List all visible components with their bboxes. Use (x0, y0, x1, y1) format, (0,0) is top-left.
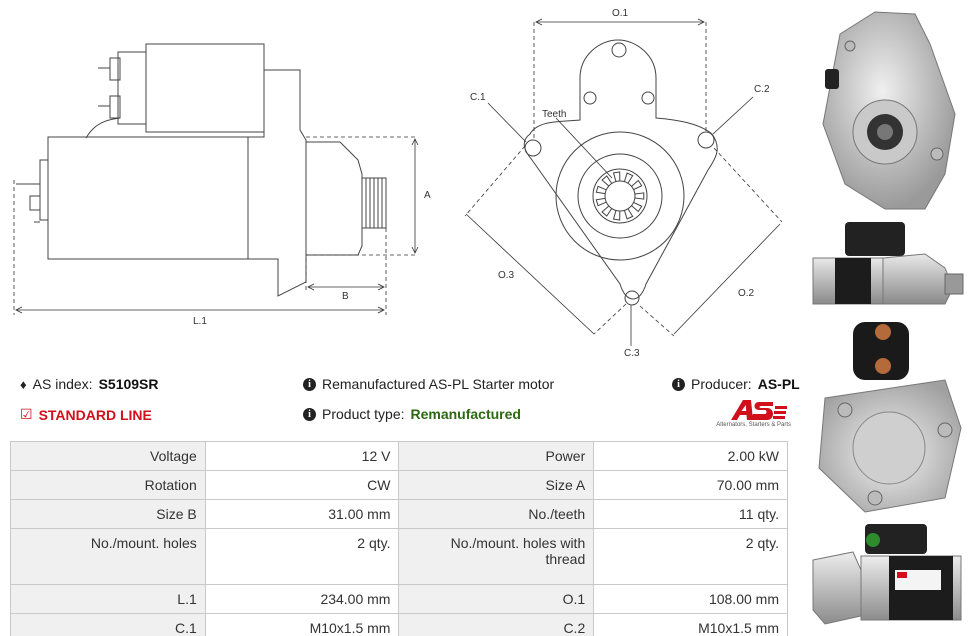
producer-value: AS-PL (757, 376, 800, 392)
product-type-value: Remanufactured (410, 406, 521, 422)
gear-tooth (601, 205, 613, 217)
gear-tooth (595, 185, 607, 195)
standard-line-label: STANDARD LINE (38, 406, 152, 423)
gear-tooth (631, 201, 643, 213)
table-row: Rotation CW Size A 70.00 mm (10, 470, 788, 500)
product-photo-label-side[interactable] (805, 520, 968, 632)
as-pl-logo-mark (731, 400, 787, 420)
product-type-label: Product type: (322, 406, 405, 422)
dim-c1-label: C.1 (470, 92, 486, 103)
spec-key: C.1 (10, 613, 206, 636)
dim-c2-label: C.2 (754, 84, 770, 95)
gear-tooth (595, 197, 607, 207)
info-icon: i (672, 377, 685, 391)
table-row: C.1 M10x1.5 mm C.2 M10x1.5 mm (10, 613, 788, 636)
product-photo-rear[interactable] (805, 318, 968, 516)
as-index-value: S5109SR (98, 376, 159, 392)
spec-value: 108.00 mm (593, 584, 788, 614)
product-description: i Remanufactured AS-PL Starter motor (303, 376, 554, 392)
producer: i Producer: AS-PL (672, 376, 800, 392)
dim-b-label: B (342, 291, 349, 302)
info-icon: i (303, 407, 316, 421)
spec-value: 11 qty. (593, 499, 788, 529)
spec-key: No./teeth (398, 499, 595, 529)
gear-tooth (623, 208, 634, 220)
table-row: L.1 234.00 mm O.1 108.00 mm (10, 584, 788, 614)
technical-drawing: A B L.1 O.1 O.3 O.2 C.1 C.2 C.3 (13, 8, 783, 359)
dim-l1-label: L.1 (193, 316, 207, 327)
gear-tooth (601, 175, 613, 187)
gear-tooth (634, 192, 645, 200)
spec-value: 70.00 mm (593, 470, 788, 500)
product-type: i Product type: Remanufactured (303, 406, 521, 422)
table-row: No./mount. holes 2 qty. No./mount. holes… (10, 528, 788, 585)
dim-a-label: A (424, 190, 431, 201)
spec-key: Size B (10, 499, 206, 529)
gear-tooth (612, 171, 621, 182)
table-row: Voltage 12 V Power 2.00 kW (10, 441, 788, 471)
spec-value: M10x1.5 mm (204, 613, 400, 636)
product-photo-side[interactable] (805, 218, 968, 314)
dim-c3-label: C.3 (624, 348, 640, 359)
tag-icon: ♦ (20, 376, 27, 392)
spec-key: O.1 (398, 584, 595, 614)
spec-value: CW (204, 470, 400, 500)
spec-value: M10x1.5 mm (593, 613, 788, 636)
info-icon: i (303, 377, 316, 391)
spec-key: Rotation (10, 470, 206, 500)
gear-tooth (612, 210, 621, 221)
spec-key: L.1 (10, 584, 206, 614)
spec-value: 12 V (204, 441, 400, 471)
specs-table: Voltage 12 V Power 2.00 kW Rotation CW S… (10, 441, 788, 636)
product-photo-front[interactable] (805, 4, 968, 214)
spec-key: No./mount. holes (10, 528, 206, 585)
spec-key: C.2 (398, 613, 595, 636)
as-pl-logo: Alternators, Starters & Parts (715, 398, 791, 432)
dim-o2-label: O.2 (738, 288, 755, 299)
dim-o3-label: O.3 (498, 270, 515, 281)
spec-key: Power (398, 441, 595, 471)
spec-key: Size A (398, 470, 595, 500)
gear-tooth (623, 172, 634, 184)
spec-value: 2.00 kW (593, 441, 788, 471)
check-square-icon: ☑ (20, 406, 33, 422)
spec-value: 2 qty. (204, 528, 400, 585)
teeth-label: Teeth (542, 109, 566, 120)
dim-o1-label: O.1 (612, 8, 629, 19)
logo-tagline: Alternators, Starters & Parts (716, 422, 791, 428)
spec-key: Voltage (10, 441, 206, 471)
gear-tooth (631, 179, 643, 191)
as-index-label: AS index: (32, 376, 93, 392)
table-row: Size B 31.00 mm No./teeth 11 qty. (10, 499, 788, 529)
spec-value: 234.00 mm (204, 584, 400, 614)
as-index: ♦ AS index: S5109SR (20, 376, 159, 392)
description-text: Remanufactured AS-PL Starter motor (322, 376, 555, 392)
product-line[interactable]: ☑ STANDARD LINE (20, 406, 152, 423)
producer-label: Producer: (691, 376, 752, 392)
spec-value: 2 qty. (593, 528, 788, 585)
spec-value: 31.00 mm (204, 499, 400, 529)
spec-key: No./mount. holes with thread (398, 528, 595, 585)
